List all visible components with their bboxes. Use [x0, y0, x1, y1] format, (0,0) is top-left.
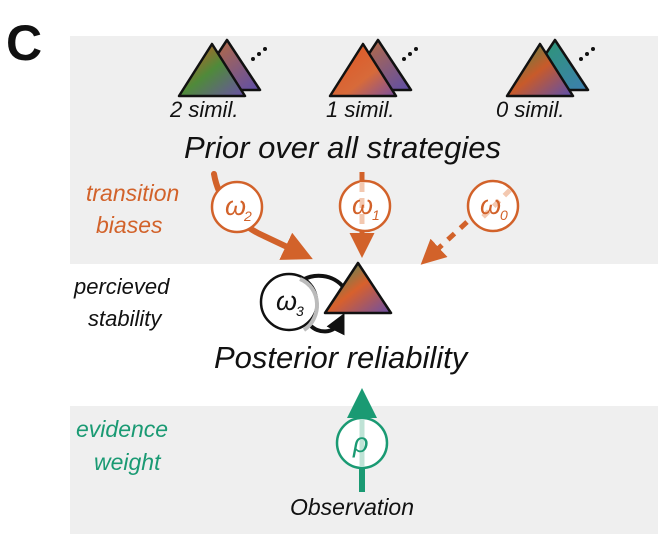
strategy-label-2-simil: 2 simil. — [170, 97, 239, 122]
strategy-group-1-simil-icon — [328, 38, 418, 98]
omega-0-node: ω 0 — [466, 179, 520, 233]
omega-3-symbol: ω — [276, 286, 297, 316]
transition-label-line2: biases — [96, 212, 163, 238]
strategy-label-0-simil: 0 simil. — [496, 97, 565, 122]
omega-3-node: ω 3 — [259, 272, 346, 336]
transition-arrow-0 — [420, 220, 469, 265]
evidence-label-line2: weight — [94, 449, 161, 475]
posterior-triangle-icon — [323, 261, 393, 315]
panel-label: C — [6, 15, 43, 71]
omega-0-symbol: ω — [480, 190, 501, 220]
rho-symbol: ρ — [352, 428, 368, 458]
omega-3-subscript: 3 — [296, 303, 304, 319]
stability-label-line2: stability — [88, 306, 162, 331]
rho-node: ρ — [335, 416, 389, 470]
prior-title: Prior over all strategies — [184, 130, 502, 165]
strategy-group-0-simil-icon — [505, 38, 595, 98]
omega-2-subscript: 2 — [243, 208, 252, 224]
omega-0-subscript: 0 — [500, 207, 508, 223]
strategy-group-2-simil-icon — [177, 38, 267, 98]
evidence-label-line1: evidence — [76, 416, 169, 442]
omega-2-node: ω 2 — [210, 180, 264, 234]
omega-1-symbol: ω — [352, 190, 373, 220]
omega-1-subscript: 1 — [372, 207, 380, 223]
observation-label: Observation — [290, 494, 415, 520]
posterior-title: Posterior reliability — [214, 340, 468, 375]
transition-label-line1: transition — [86, 180, 180, 206]
omega-1-node: ω 1 — [338, 179, 392, 233]
strategy-label-1-simil: 1 simil. — [326, 97, 395, 122]
omega-2-symbol: ω — [225, 191, 246, 221]
stability-label-line1: percieved — [74, 274, 170, 299]
